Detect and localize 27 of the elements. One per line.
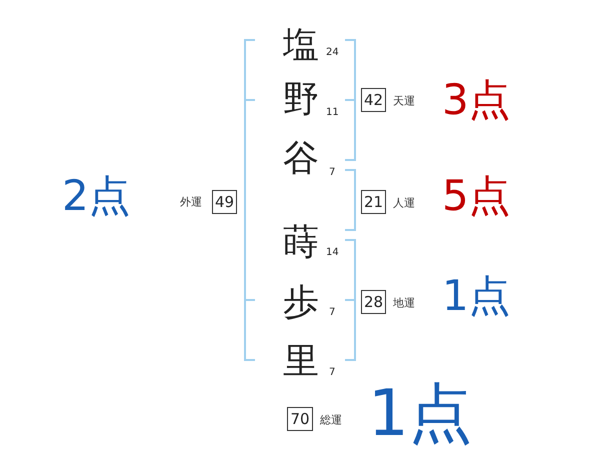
score-text: 1点 xyxy=(442,275,511,317)
score-text: 2点 xyxy=(62,175,131,217)
stroke-total-box: 28 xyxy=(361,290,386,314)
stroke-count: 7 xyxy=(329,168,336,178)
stroke-count: 7 xyxy=(329,308,336,318)
stroke-total-box: 21 xyxy=(361,190,386,214)
fortune-label: 地運 xyxy=(393,298,415,308)
score-text: 1点 xyxy=(368,382,473,446)
name-character: 塩 xyxy=(283,28,319,64)
stroke-total-box: 70 xyxy=(287,407,313,431)
stroke-count: 11 xyxy=(326,108,339,118)
stroke-count: 14 xyxy=(326,248,339,258)
name-character: 谷 xyxy=(283,141,319,177)
name-character: 野 xyxy=(283,82,319,118)
score-text: 5点 xyxy=(442,175,511,217)
name-character: 歩 xyxy=(283,285,319,321)
fortune-label: 天運 xyxy=(393,96,415,106)
stroke-total-box: 49 xyxy=(212,190,237,214)
fortune-label: 人運 xyxy=(393,198,415,208)
stroke-count: 24 xyxy=(326,48,339,58)
stroke-total-box: 42 xyxy=(361,88,386,112)
fortune-label: 外運 xyxy=(180,196,202,208)
fortune-label: 総運 xyxy=(320,414,342,426)
score-text: 3点 xyxy=(442,79,511,121)
name-character: 里 xyxy=(283,344,319,380)
stroke-count: 7 xyxy=(329,368,336,378)
name-character: 蒔 xyxy=(283,225,319,261)
